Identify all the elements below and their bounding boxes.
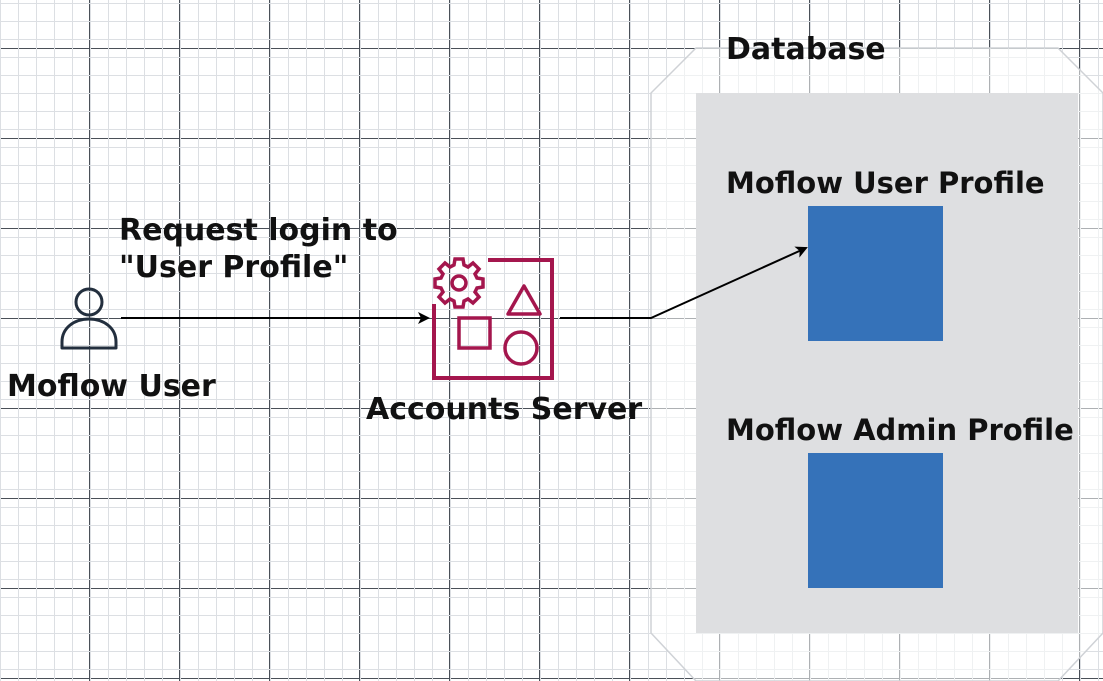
user-label: Moflow User [7, 369, 216, 404]
application-services-icon[interactable] [424, 252, 558, 386]
user-icon[interactable] [54, 284, 124, 354]
request-label: Request login to "User Profile" [119, 213, 398, 287]
request-label-line-2: "User Profile" [119, 249, 349, 285]
server-to-profile-arrow[interactable] [560, 246, 808, 319]
admin-profile-label: Moflow Admin Profile [726, 413, 1074, 447]
request-label-line-1: Request login to [119, 213, 398, 248]
user-profile-box[interactable] [808, 206, 943, 341]
admin-profile-box[interactable] [808, 453, 943, 588]
server-label: Accounts Server [366, 392, 643, 427]
user-profile-label: Moflow User Profile [726, 166, 1045, 200]
database-title: Database [726, 32, 886, 67]
